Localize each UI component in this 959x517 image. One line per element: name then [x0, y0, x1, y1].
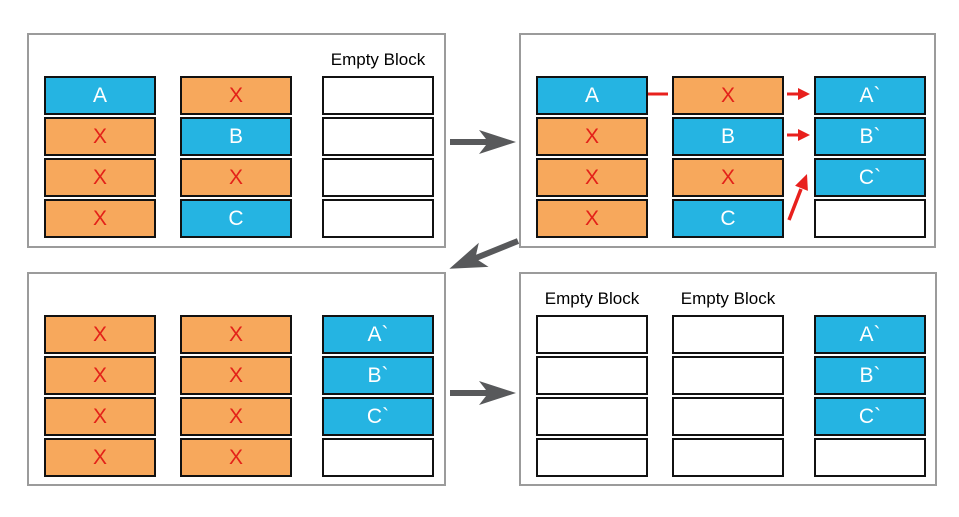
step-4-block-column-2 [672, 315, 784, 479]
page-cell-invalid: X [180, 76, 292, 115]
page-cell-valid: A` [814, 315, 926, 354]
empty-block-label: Empty Block [330, 50, 426, 69]
page-cell-invalid: X [180, 158, 292, 197]
page-cell-valid: B` [322, 356, 434, 395]
step-3-block-column-3: A`B`C` [322, 315, 434, 479]
page-cell-invalid: X [672, 76, 784, 115]
page-cell-invalid: X [180, 356, 292, 395]
step-4-block-column-1 [536, 315, 648, 479]
page-cell-invalid: X [44, 158, 156, 197]
page-cell-empty [322, 158, 434, 197]
empty-block-label: Empty Block [680, 289, 776, 308]
page-cell-empty [322, 117, 434, 156]
page-cell-invalid: X [44, 397, 156, 436]
page-cell-empty [536, 438, 648, 477]
flow-arrow-step1-to-step2-icon [450, 130, 516, 154]
page-cell-invalid: X [44, 117, 156, 156]
page-cell-empty [672, 397, 784, 436]
page-cell-invalid: X [672, 158, 784, 197]
page-cell-valid: A` [814, 76, 926, 115]
page-cell-empty [672, 315, 784, 354]
page-cell-invalid: X [44, 199, 156, 238]
page-cell-invalid: X [44, 315, 156, 354]
page-cell-valid: C` [814, 397, 926, 436]
page-cell-empty [536, 356, 648, 395]
page-cell-empty [672, 356, 784, 395]
page-cell-valid: B [180, 117, 292, 156]
page-cell-valid: C` [814, 158, 926, 197]
flow-arrow-step2-to-step3-icon [449, 238, 520, 269]
page-cell-invalid: X [536, 117, 648, 156]
page-cell-invalid: X [44, 356, 156, 395]
page-cell-valid: A [536, 76, 648, 115]
page-cell-empty [536, 315, 648, 354]
page-cell-empty [814, 438, 926, 477]
page-cell-invalid: X [180, 438, 292, 477]
page-cell-invalid: X [180, 397, 292, 436]
flow-arrow-step3-to-step4-icon [450, 381, 516, 405]
page-cell-valid: C [180, 199, 292, 238]
page-cell-empty [322, 199, 434, 238]
page-cell-valid: B` [814, 117, 926, 156]
page-cell-valid: A [44, 76, 156, 115]
page-cell-invalid: X [180, 315, 292, 354]
step-1-block-column-3 [322, 76, 434, 240]
step-2-block-column-3: A`B`C` [814, 76, 926, 240]
page-cell-empty [322, 438, 434, 477]
page-cell-invalid: X [536, 158, 648, 197]
page-cell-empty [322, 76, 434, 115]
page-cell-valid: A` [322, 315, 434, 354]
empty-block-label: Empty Block [544, 289, 640, 308]
page-cell-valid: C` [322, 397, 434, 436]
page-cell-empty [536, 397, 648, 436]
page-cell-valid: C [672, 199, 784, 238]
page-cell-invalid: X [44, 438, 156, 477]
page-cell-empty [814, 199, 926, 238]
step-4-block-column-3: A`B`C` [814, 315, 926, 479]
page-cell-empty [672, 438, 784, 477]
page-cell-invalid: X [536, 199, 648, 238]
page-cell-valid: B [672, 117, 784, 156]
page-cell-valid: B` [814, 356, 926, 395]
